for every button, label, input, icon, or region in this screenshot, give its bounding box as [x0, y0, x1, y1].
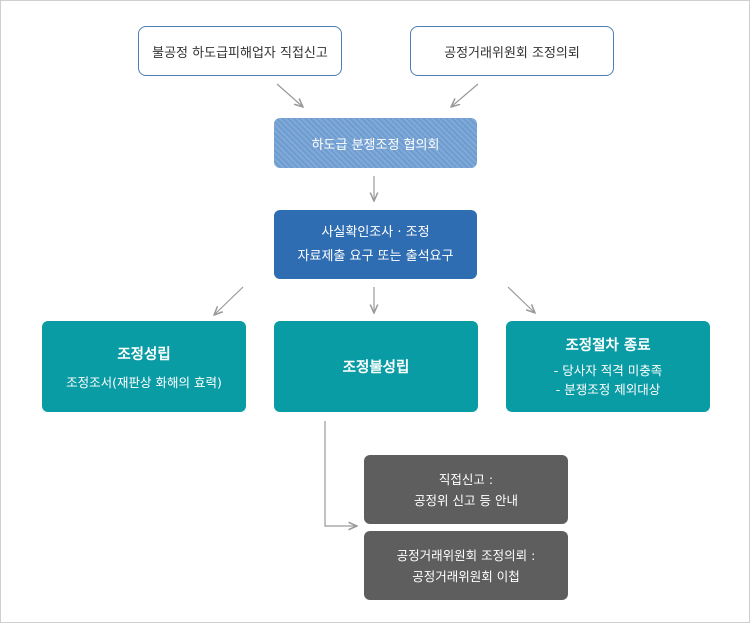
arrow-to-success — [214, 286, 244, 315]
arrow-left-source-to-council — [276, 83, 303, 107]
source-ftc-referral: 공정거래위원회 조정의뢰 — [410, 26, 614, 76]
investigation-line1: 사실확인조사 · 조정 — [321, 224, 430, 240]
investigation-box: 사실확인조사 · 조정 자료제출 요구 또는 출석요구 — [274, 210, 477, 279]
outcome-terminated-box: 조정절차 종료 - 당사자 적격 미충족 - 분쟁조정 제외대상 — [506, 321, 710, 412]
source-ftc-referral-label: 공정거래위원회 조정의뢰 — [444, 45, 580, 61]
council-label: 하도급 분쟁조정 협의회 — [311, 137, 440, 153]
source-direct-report: 불공정 하도급피해업자 직접신고 — [138, 26, 342, 76]
outcome-success-title: 조정성립 — [117, 346, 171, 363]
source-direct-report-label: 불공정 하도급피해업자 직접신고 — [152, 45, 328, 61]
followup-referral-line2: 공정거래위원회 이첩 — [412, 568, 520, 584]
council-box: 하도급 분쟁조정 협의회 — [274, 118, 477, 168]
arrow-to-terminated — [507, 286, 535, 313]
outcome-failure-title: 조정불성립 — [342, 360, 410, 376]
arrow-right-source-to-council — [451, 83, 479, 107]
outcome-success-sub: 조정조서(재판상 화해의 효력) — [66, 374, 222, 390]
followup-direct-box: 직접신고 : 공정위 신고 등 안내 — [364, 455, 568, 524]
followup-referral-box: 공정거래위원회 조정의뢰 : 공정거래위원회 이첩 — [364, 531, 568, 600]
outcome-failure-box: 조정불성립 — [274, 321, 478, 412]
followup-referral-line1: 공정거래위원회 조정의뢰 : — [396, 547, 536, 563]
followup-direct-line2: 공정위 신고 등 안내 — [414, 492, 518, 508]
investigation-line2: 자료제출 요구 또는 출석요구 — [297, 248, 454, 264]
outcome-success-box: 조정성립 조정조서(재판상 화해의 효력) — [42, 321, 246, 412]
outcome-terminated-item: - 분쟁조정 제외대상 — [555, 382, 661, 397]
outcome-terminated-item: - 당사자 적격 미충족 — [553, 363, 663, 378]
outcome-terminated-title: 조정절차 종료 — [565, 338, 651, 354]
followup-direct-line1: 직접신고 : — [438, 471, 494, 487]
arrow-failure-to-followups — [324, 421, 357, 526]
